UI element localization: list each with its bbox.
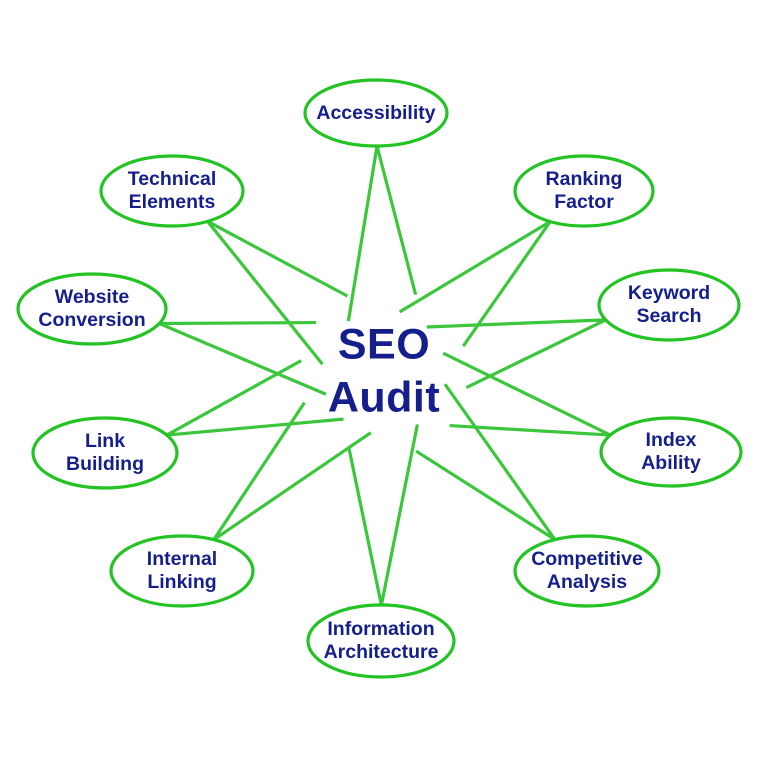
node-label-link-building-line-2: Building bbox=[66, 453, 144, 475]
node-outline-link-building[interactable] bbox=[31, 416, 179, 490]
connector-accessibility bbox=[346, 145, 418, 322]
connector-keyword-search bbox=[426, 318, 607, 390]
center-topic-line-1: SEO bbox=[338, 320, 430, 368]
node-label-index-ability-line-1: Index bbox=[646, 429, 697, 451]
center-topic: SEO Audit bbox=[328, 320, 440, 421]
node-label-information-architecture-line-1: Information bbox=[327, 618, 434, 640]
node-label-information-architecture-line-2: Architecture bbox=[324, 641, 439, 663]
node-label-index-ability-line-2: Ability bbox=[641, 452, 701, 474]
node-label-competitive-analysis-line-1: Competitive bbox=[531, 548, 643, 570]
connector-link-building bbox=[166, 359, 344, 437]
center-topic-line-2: Audit bbox=[328, 373, 440, 421]
node-label-competitive-analysis-line-2: Analysis bbox=[547, 571, 627, 593]
node-outline-accessibility[interactable] bbox=[303, 78, 449, 148]
node-outline-technical-elements[interactable] bbox=[99, 154, 245, 228]
node-label-internal-linking-line-1: Internal bbox=[147, 548, 217, 570]
node-label-technical-elements-line-2: Elements bbox=[129, 191, 216, 213]
node-label-keyword-search-line-1: Keyword bbox=[628, 282, 710, 304]
node-outline-website-conversion[interactable] bbox=[16, 272, 168, 346]
node-label-website-conversion-line-2: Conversion bbox=[38, 309, 145, 331]
node-label-website-conversion-line-1: Website bbox=[55, 286, 130, 308]
node-label-keyword-search-line-2: Search bbox=[636, 305, 701, 327]
node-label-technical-elements-line-1: Technical bbox=[128, 168, 217, 190]
node-outline-ranking-factor[interactable] bbox=[513, 154, 655, 228]
node-label-internal-linking-line-2: Linking bbox=[147, 571, 216, 593]
node-accessibility[interactable]: Accessibility bbox=[303, 78, 449, 148]
node-label-ranking-factor-line-1: Ranking bbox=[546, 168, 623, 190]
connector-index-ability bbox=[442, 351, 611, 437]
node-label-link-building-line-1: Link bbox=[85, 430, 125, 452]
node-label-ranking-factor-line-2: Factor bbox=[554, 191, 614, 213]
connector-website-conversion bbox=[158, 320, 327, 396]
connector-information-architecture bbox=[347, 424, 419, 606]
node-outline-information-architecture[interactable] bbox=[306, 603, 456, 679]
node-group: AccessibilityRankingFactorKeywordSearchI… bbox=[16, 78, 743, 679]
node-label-accessibility-line-1: Accessibility bbox=[316, 102, 435, 124]
node-outline-internal-linking[interactable] bbox=[109, 534, 255, 608]
node-outline-competitive-analysis[interactable] bbox=[513, 534, 661, 608]
node-outline-index-ability[interactable] bbox=[599, 416, 743, 488]
node-outline-keyword-search[interactable] bbox=[597, 268, 741, 342]
connector-technical-elements bbox=[206, 219, 349, 366]
